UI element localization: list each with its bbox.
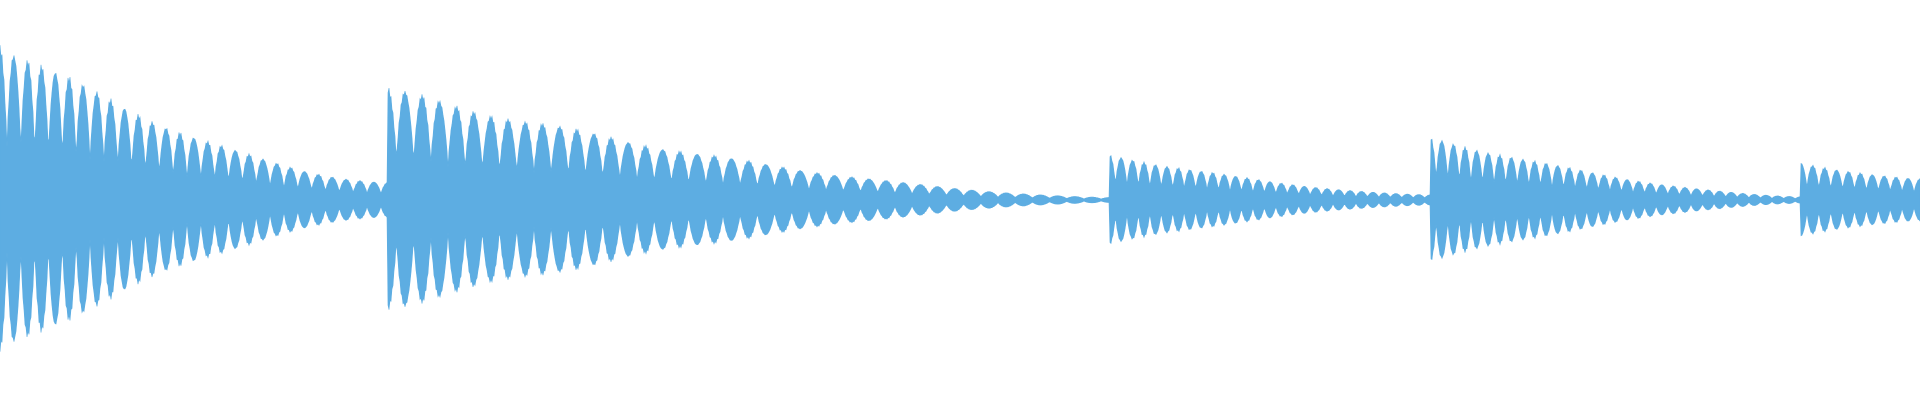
waveform-shape — [0, 45, 1920, 352]
